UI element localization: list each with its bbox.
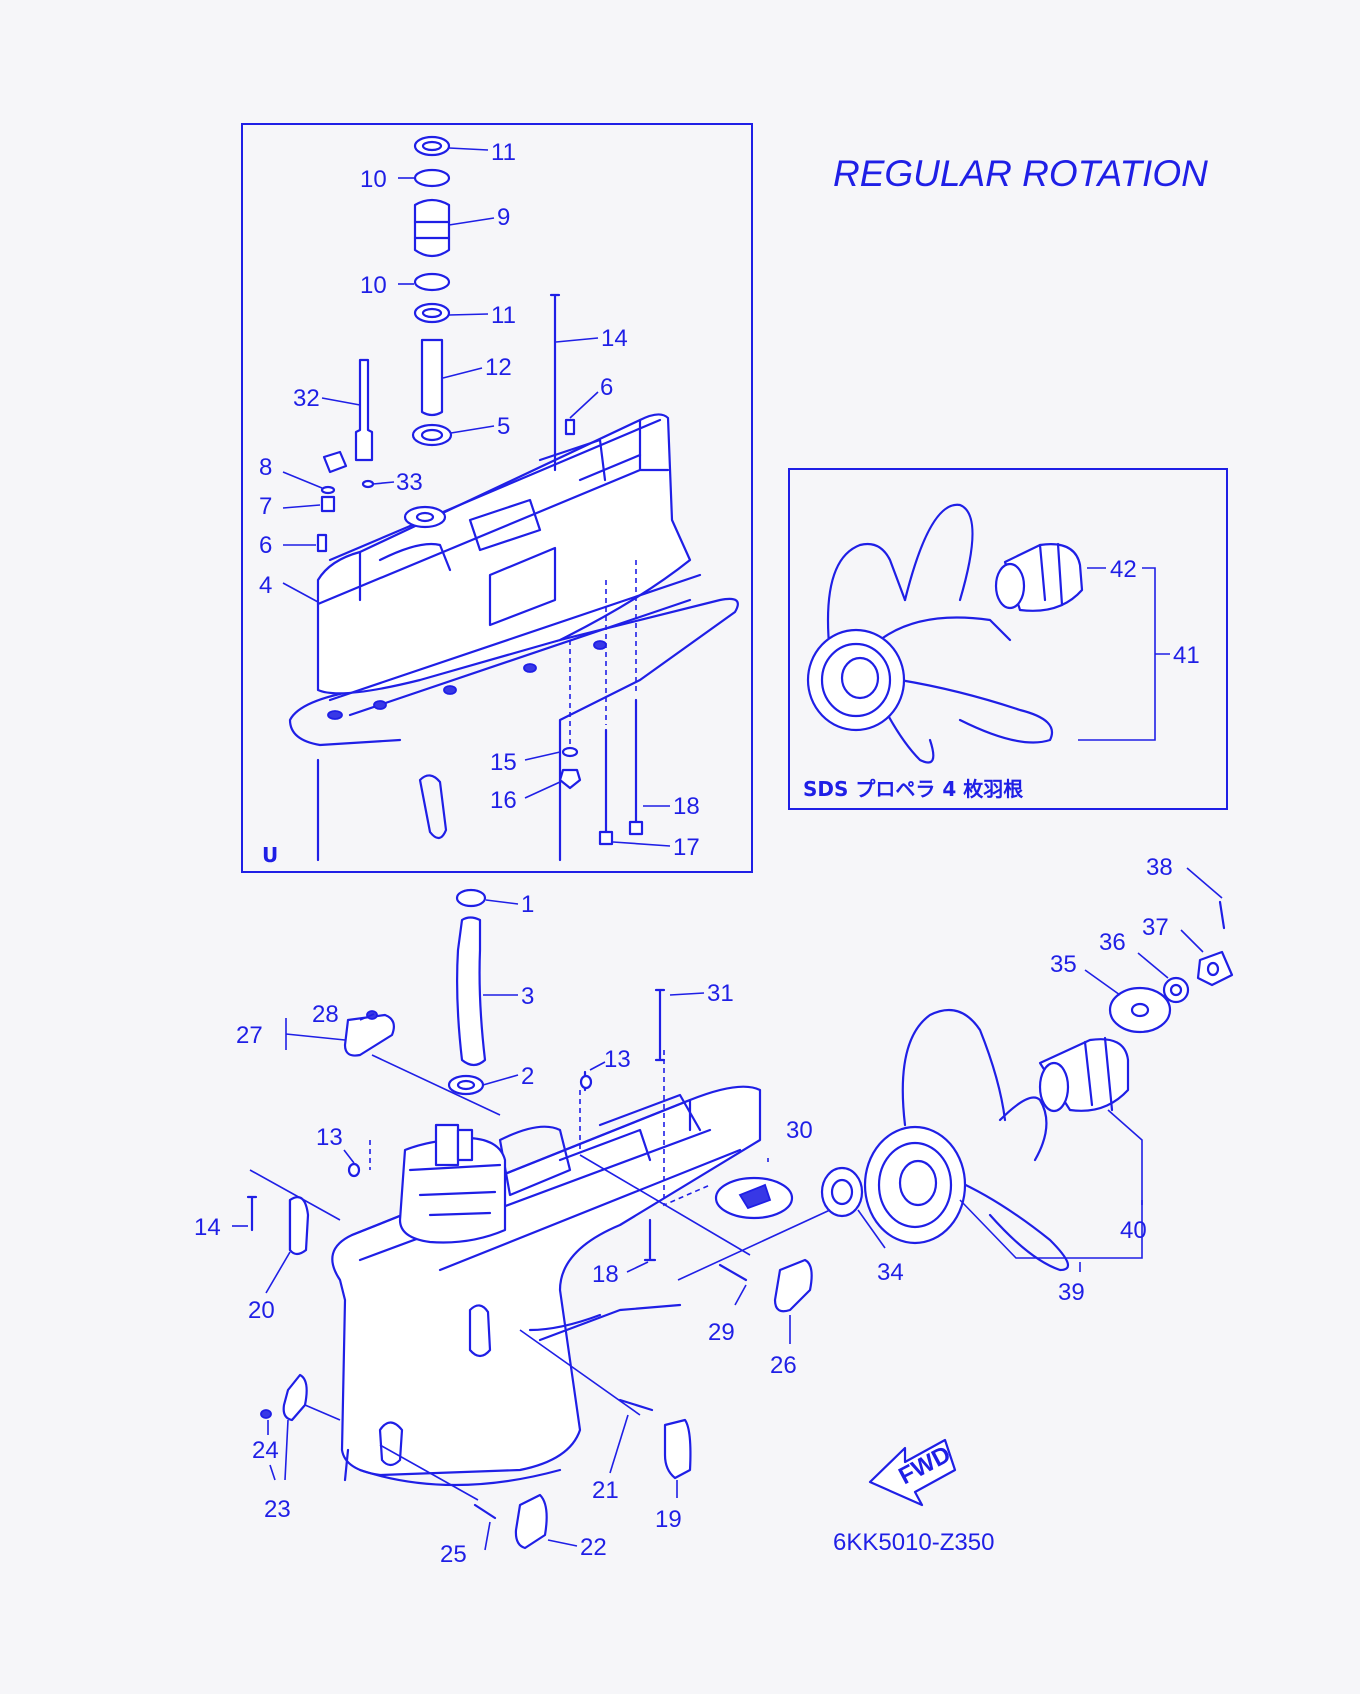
callout-19: 19 [655,1506,682,1533]
callout-12: 12 [485,354,512,381]
callout-22: 22 [580,1534,607,1561]
callout-18-main: 18 [592,1261,619,1288]
main-callouts: 1 3 2 31 13 13 28 27 14 20 30 34 18 29 2… [194,854,1223,1568]
callout-6-left: 6 [259,532,272,559]
callout-23: 23 [264,1496,291,1523]
callout-34: 34 [877,1259,904,1286]
callout-14-upper: 14 [601,325,628,352]
callout-11-top: 11 [491,139,516,166]
inset-u-label: U [262,843,278,867]
callout-16: 16 [490,787,517,814]
callout-42: 42 [1110,556,1137,583]
callout-8: 8 [259,454,272,481]
callout-35: 35 [1050,951,1077,978]
callout-10-top: 10 [360,166,387,193]
callout-28: 28 [312,1001,339,1028]
callout-18-upper: 18 [673,793,700,820]
callout-3: 3 [521,983,534,1010]
callout-37: 37 [1142,914,1169,941]
callout-40: 40 [1120,1217,1147,1244]
inset-sds-caption: SDS プロペラ 4 枚羽根 [803,777,1023,801]
callout-26: 26 [770,1352,797,1379]
callout-2: 2 [521,1063,534,1090]
callout-39: 39 [1058,1279,1085,1306]
sds-propeller-drawing [806,503,1084,764]
callout-6-right: 6 [600,374,613,401]
callout-15: 15 [490,749,517,776]
callout-14-main: 14 [194,1214,221,1241]
callout-1: 1 [521,891,534,918]
callout-9: 9 [497,204,510,231]
callout-32: 32 [293,385,320,412]
callout-10-lower: 10 [360,272,387,299]
callout-20: 20 [248,1297,275,1324]
inset-sds-propeller-frame [788,468,1228,810]
inset-upper-casing-frame [241,123,753,873]
callout-30: 30 [786,1117,813,1144]
callout-33: 33 [396,469,423,496]
callout-41: 41 [1173,642,1200,669]
diagram-code: 6KK5010-Z350 [833,1529,994,1556]
diagram-title: REGULAR ROTATION [833,153,1208,194]
callout-27: 27 [236,1022,263,1049]
callout-5: 5 [497,413,510,440]
callout-13-right: 13 [604,1046,631,1073]
callout-25: 25 [440,1541,467,1568]
lower-unit-drawing [246,888,864,1550]
main-propeller-drawing [863,900,1234,1272]
callout-24: 24 [252,1437,279,1464]
callout-29: 29 [708,1319,735,1346]
inset-u-callouts: 11 10 9 10 11 12 14 6 5 32 33 8 7 6 4 15… [259,139,700,861]
callout-13-left: 13 [316,1124,343,1151]
callout-17: 17 [673,834,700,861]
callout-38: 38 [1146,854,1173,881]
callout-4: 4 [259,572,272,599]
upper-casing-drawing [288,135,739,862]
forward-arrow-icon: FWD [868,1438,957,1507]
callout-11-lower: 11 [491,302,516,329]
callout-7: 7 [259,493,272,520]
callout-36: 36 [1099,929,1126,956]
callout-21: 21 [592,1477,619,1504]
callout-31: 31 [707,980,734,1007]
sds-callouts: 42 41 [1078,556,1200,741]
